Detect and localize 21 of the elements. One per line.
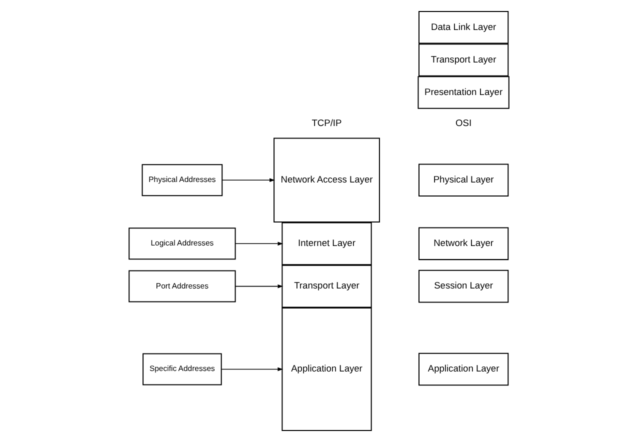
node-box: Port Addresses xyxy=(128,270,236,302)
arrow xyxy=(221,367,284,372)
node-box: Physical Layer xyxy=(418,164,509,196)
node-box: Session Layer xyxy=(418,270,509,303)
node-box: Data Link Layer xyxy=(418,11,509,44)
node-box: Presentation Layer xyxy=(418,76,510,109)
node-box: Transport Layer xyxy=(282,264,372,308)
arrow xyxy=(235,284,284,288)
node-box: Network Access Layer xyxy=(274,138,380,222)
node-box: Application Layer xyxy=(282,308,372,431)
arrow xyxy=(222,178,275,182)
arrow xyxy=(235,242,284,246)
node-box: Transport Layer xyxy=(418,44,509,76)
node-box: Specific Addresses xyxy=(142,353,222,386)
node-box: Application Layer xyxy=(418,352,509,386)
node-box: Network Layer xyxy=(418,227,509,260)
label: TCP/IP xyxy=(312,118,342,128)
node-box: Physical Addresses xyxy=(142,164,223,196)
node-box: Internet Layer xyxy=(282,222,372,266)
node-box: Logical Addresses xyxy=(128,228,236,260)
label: OSI xyxy=(456,118,472,128)
